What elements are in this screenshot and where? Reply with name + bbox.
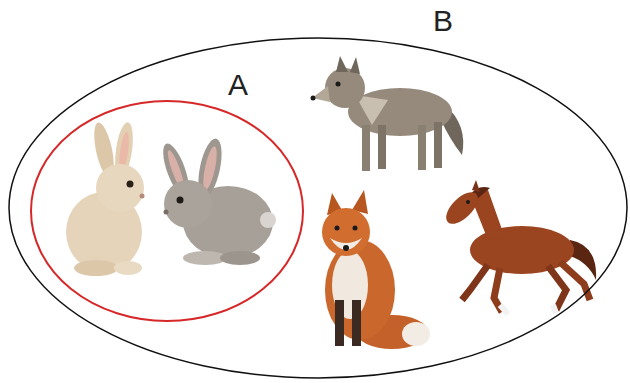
- grey-rabbit: [158, 137, 276, 265]
- ellipse-border: [31, 101, 303, 321]
- subset-outline: [28, 72, 310, 330]
- set-a-region: A: [28, 72, 310, 330]
- set-label: A: [228, 70, 248, 100]
- horse: [441, 180, 596, 314]
- wolf: [311, 56, 464, 171]
- cream-rabbit: [66, 121, 145, 276]
- fox: [322, 190, 430, 349]
- ellipse-border: [9, 38, 627, 378]
- set-label: B: [433, 6, 453, 36]
